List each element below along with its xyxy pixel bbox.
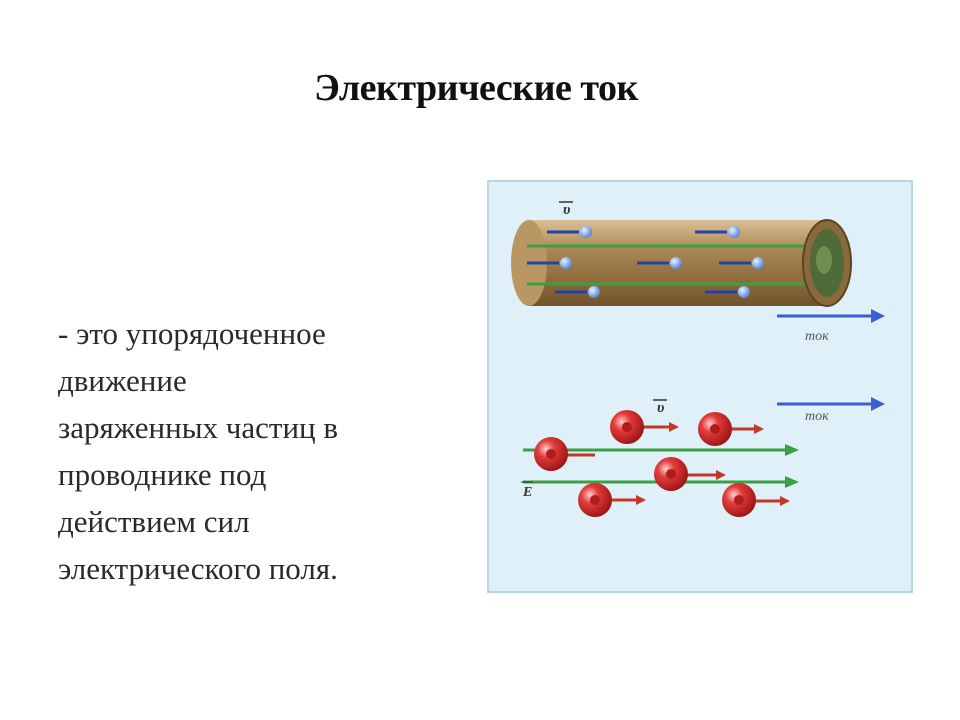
charge-particle	[610, 410, 679, 444]
definition-line-3: заряженных частиц в	[58, 410, 339, 445]
electron	[695, 226, 740, 238]
electron	[527, 257, 572, 269]
velocity-label-top: υ	[563, 202, 570, 218]
definition-line-2: движение	[58, 363, 187, 398]
definition-line-1: - это упорядоченное	[58, 316, 326, 351]
electron	[705, 286, 750, 298]
current-label-top: ток	[805, 329, 829, 344]
electron	[637, 257, 682, 269]
title-text: Электрические ток	[314, 67, 638, 109]
electron	[719, 257, 764, 269]
slide-title: Электрические ток	[0, 66, 960, 110]
definition-line-6: электрического поля.	[58, 551, 338, 586]
definition-line-5: действием сил	[58, 504, 250, 539]
velocity-label-bottom: υ	[657, 400, 664, 416]
field-label: E	[522, 485, 532, 500]
charge-particle	[578, 483, 646, 517]
conductor-tube: υ	[511, 201, 852, 307]
electric-current-illustration: υ ток ток E υ	[487, 180, 913, 593]
current-arrow-top: ток	[777, 309, 885, 344]
current-arrow-bottom: ток	[777, 397, 885, 424]
definition-line-4: проводнике под	[58, 457, 267, 492]
illustration-svg: υ ток ток E υ	[487, 180, 913, 593]
definition-text: - это упорядоченное движение заряженных …	[58, 310, 458, 592]
charge-particle	[722, 483, 790, 517]
electron	[555, 286, 600, 298]
charge-particle	[654, 457, 726, 491]
electron	[547, 226, 592, 238]
current-label-bottom: ток	[805, 409, 829, 424]
charge-particle	[534, 437, 595, 471]
charge-particle	[698, 412, 764, 446]
